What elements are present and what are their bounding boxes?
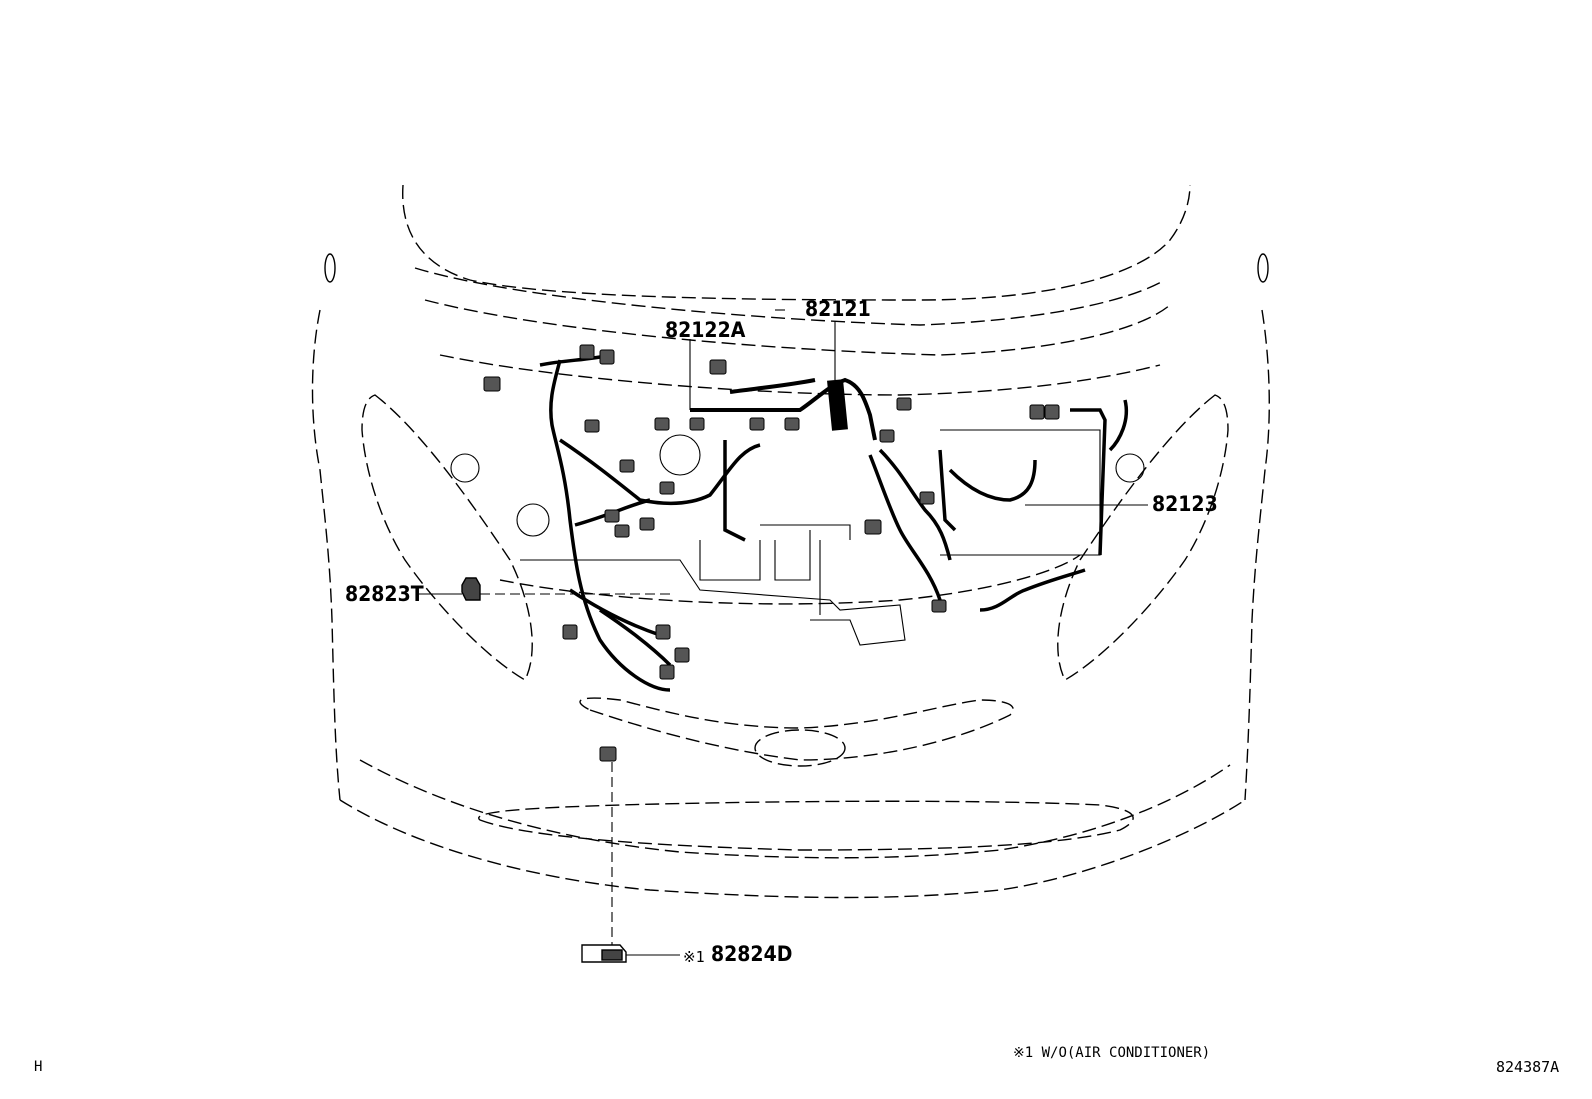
label-82123: 82123 <box>1152 492 1218 516</box>
engine-bay <box>450 429 1145 646</box>
connectors <box>483 344 1060 762</box>
label-82121: 82121 <box>805 297 871 321</box>
mirror-left <box>324 253 336 283</box>
connector-82824D <box>581 944 627 963</box>
harness-82121 <box>690 377 877 441</box>
harness-82123 <box>868 399 1128 612</box>
label-82122A: 82122A <box>665 318 746 342</box>
mirror-right <box>1257 253 1269 283</box>
label-82824D-note-mark: ※1 <box>683 948 705 966</box>
harness-82122A <box>539 353 761 692</box>
car-body-outline <box>311 184 1270 899</box>
corner-mark: H <box>34 1059 43 1075</box>
leader-lines <box>417 309 1148 956</box>
footnote: ※1 W/O(AIR CONDITIONER) <box>1013 1045 1211 1061</box>
illustration-id: 824387A <box>1496 1058 1560 1076</box>
grommet-82823T <box>461 577 481 601</box>
label-82823T: 82823T <box>345 582 424 606</box>
label-82824D: 82824D <box>711 942 793 966</box>
